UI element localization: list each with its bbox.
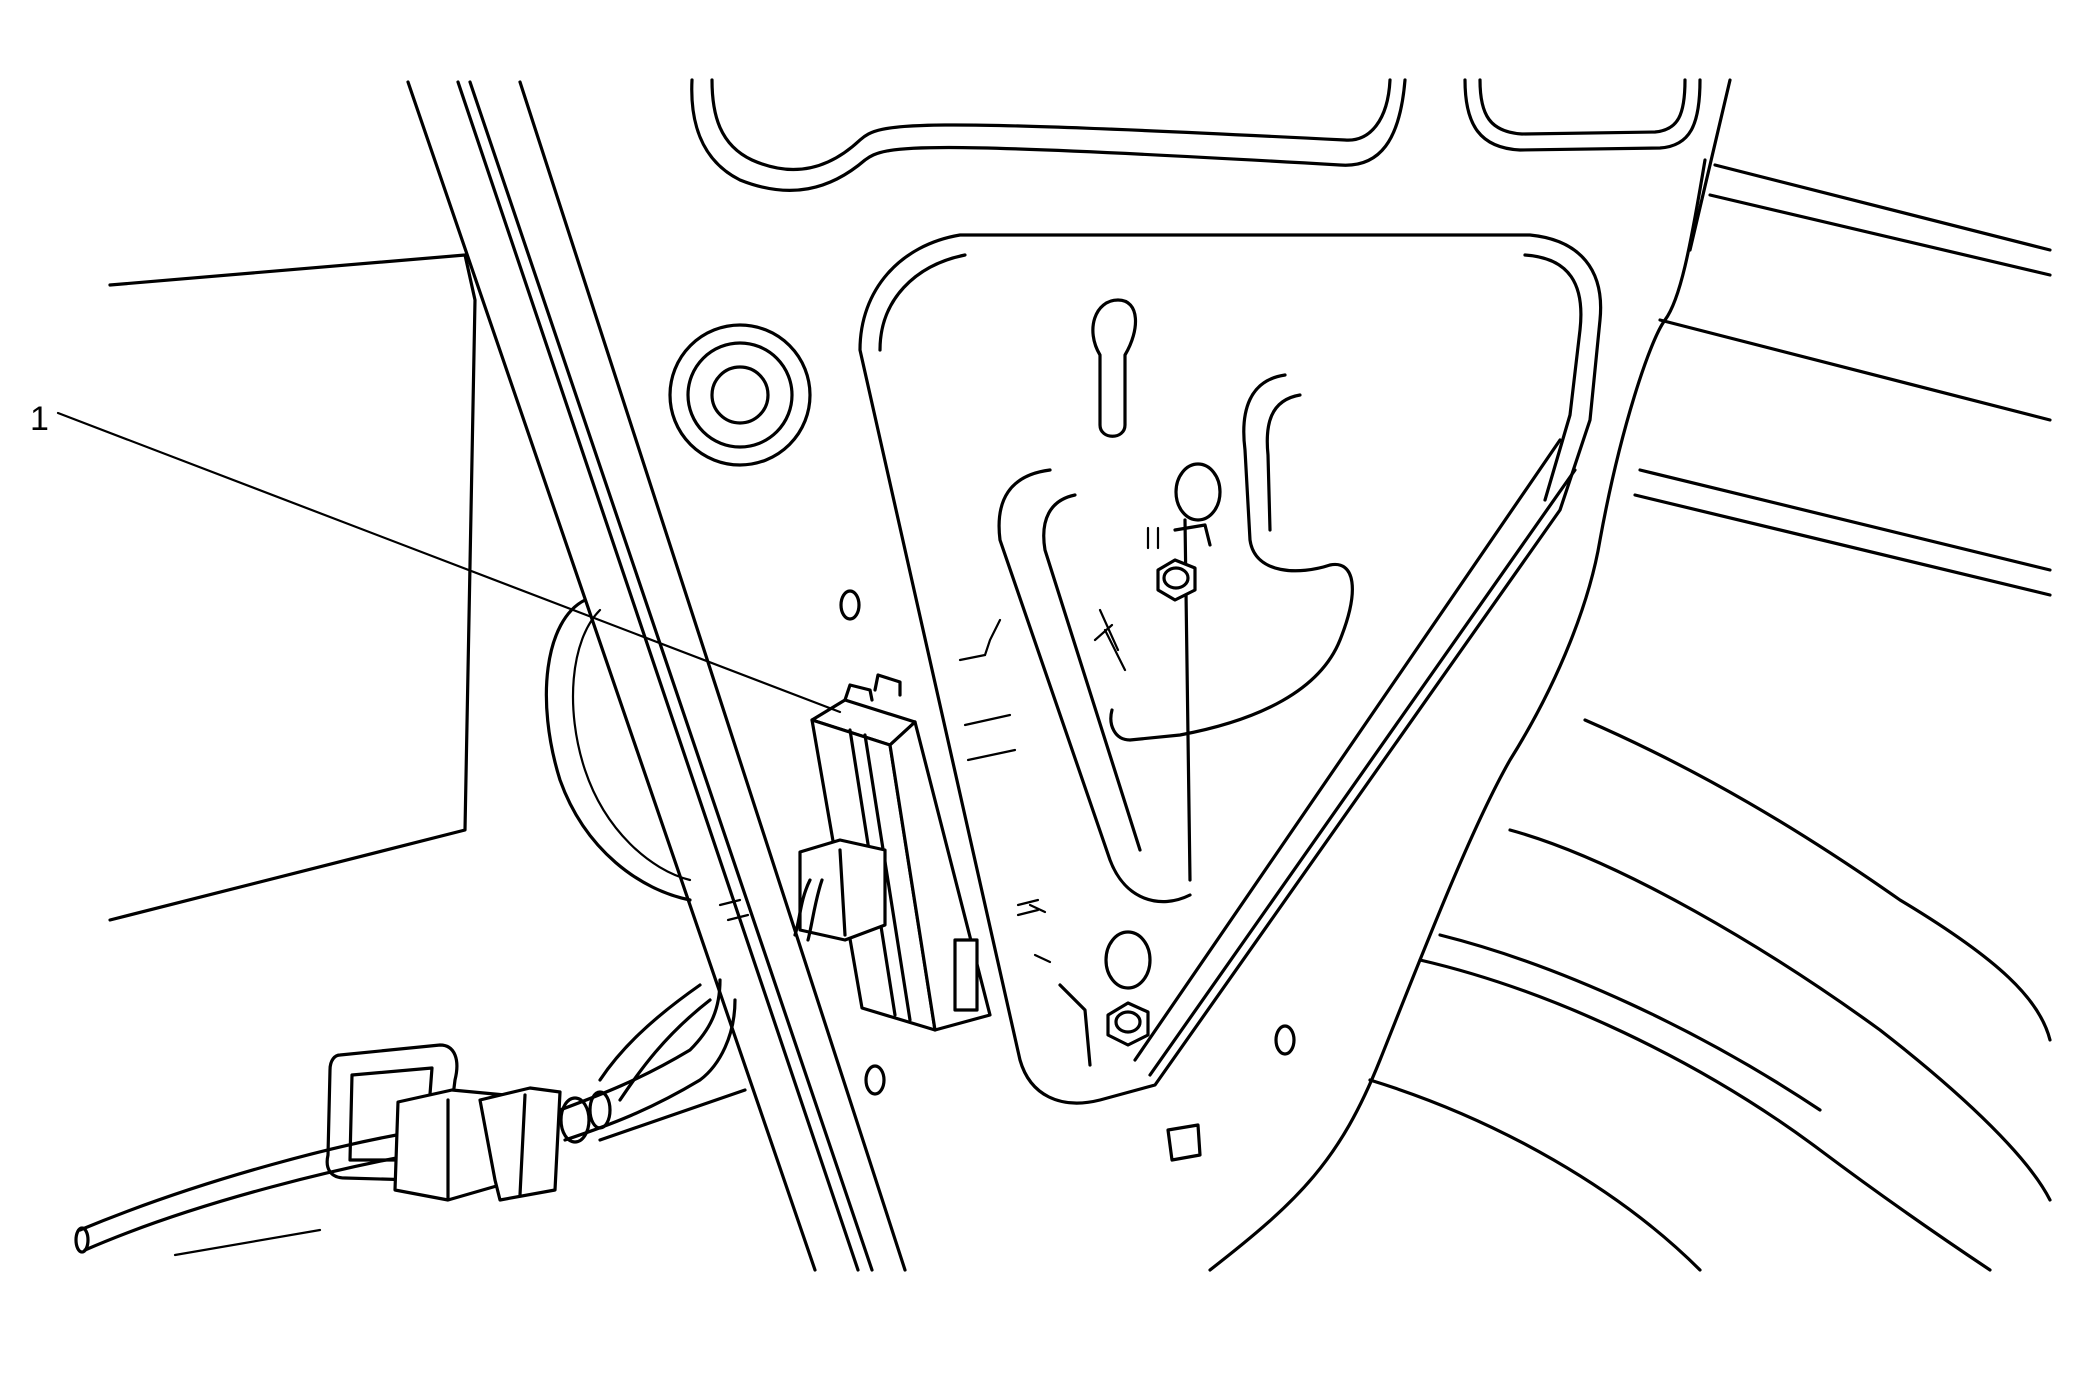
callout-1-label: 1 xyxy=(30,400,49,438)
wiring-harness xyxy=(74,898,750,1257)
mounting-holes xyxy=(839,589,1296,1162)
upper-bolt xyxy=(1093,462,1222,642)
door-body-contours xyxy=(1208,158,2052,1272)
callout-1: 1 xyxy=(30,400,842,714)
door-control-module xyxy=(793,673,1040,1032)
upper-panel-openings xyxy=(690,78,1732,252)
lower-bolt xyxy=(1028,903,1152,1067)
panel-markings xyxy=(958,608,1127,762)
speaker-opening xyxy=(544,598,692,902)
grommet-hole xyxy=(668,323,812,467)
left-trim-panel xyxy=(108,253,477,922)
door-pillar xyxy=(406,80,907,1272)
